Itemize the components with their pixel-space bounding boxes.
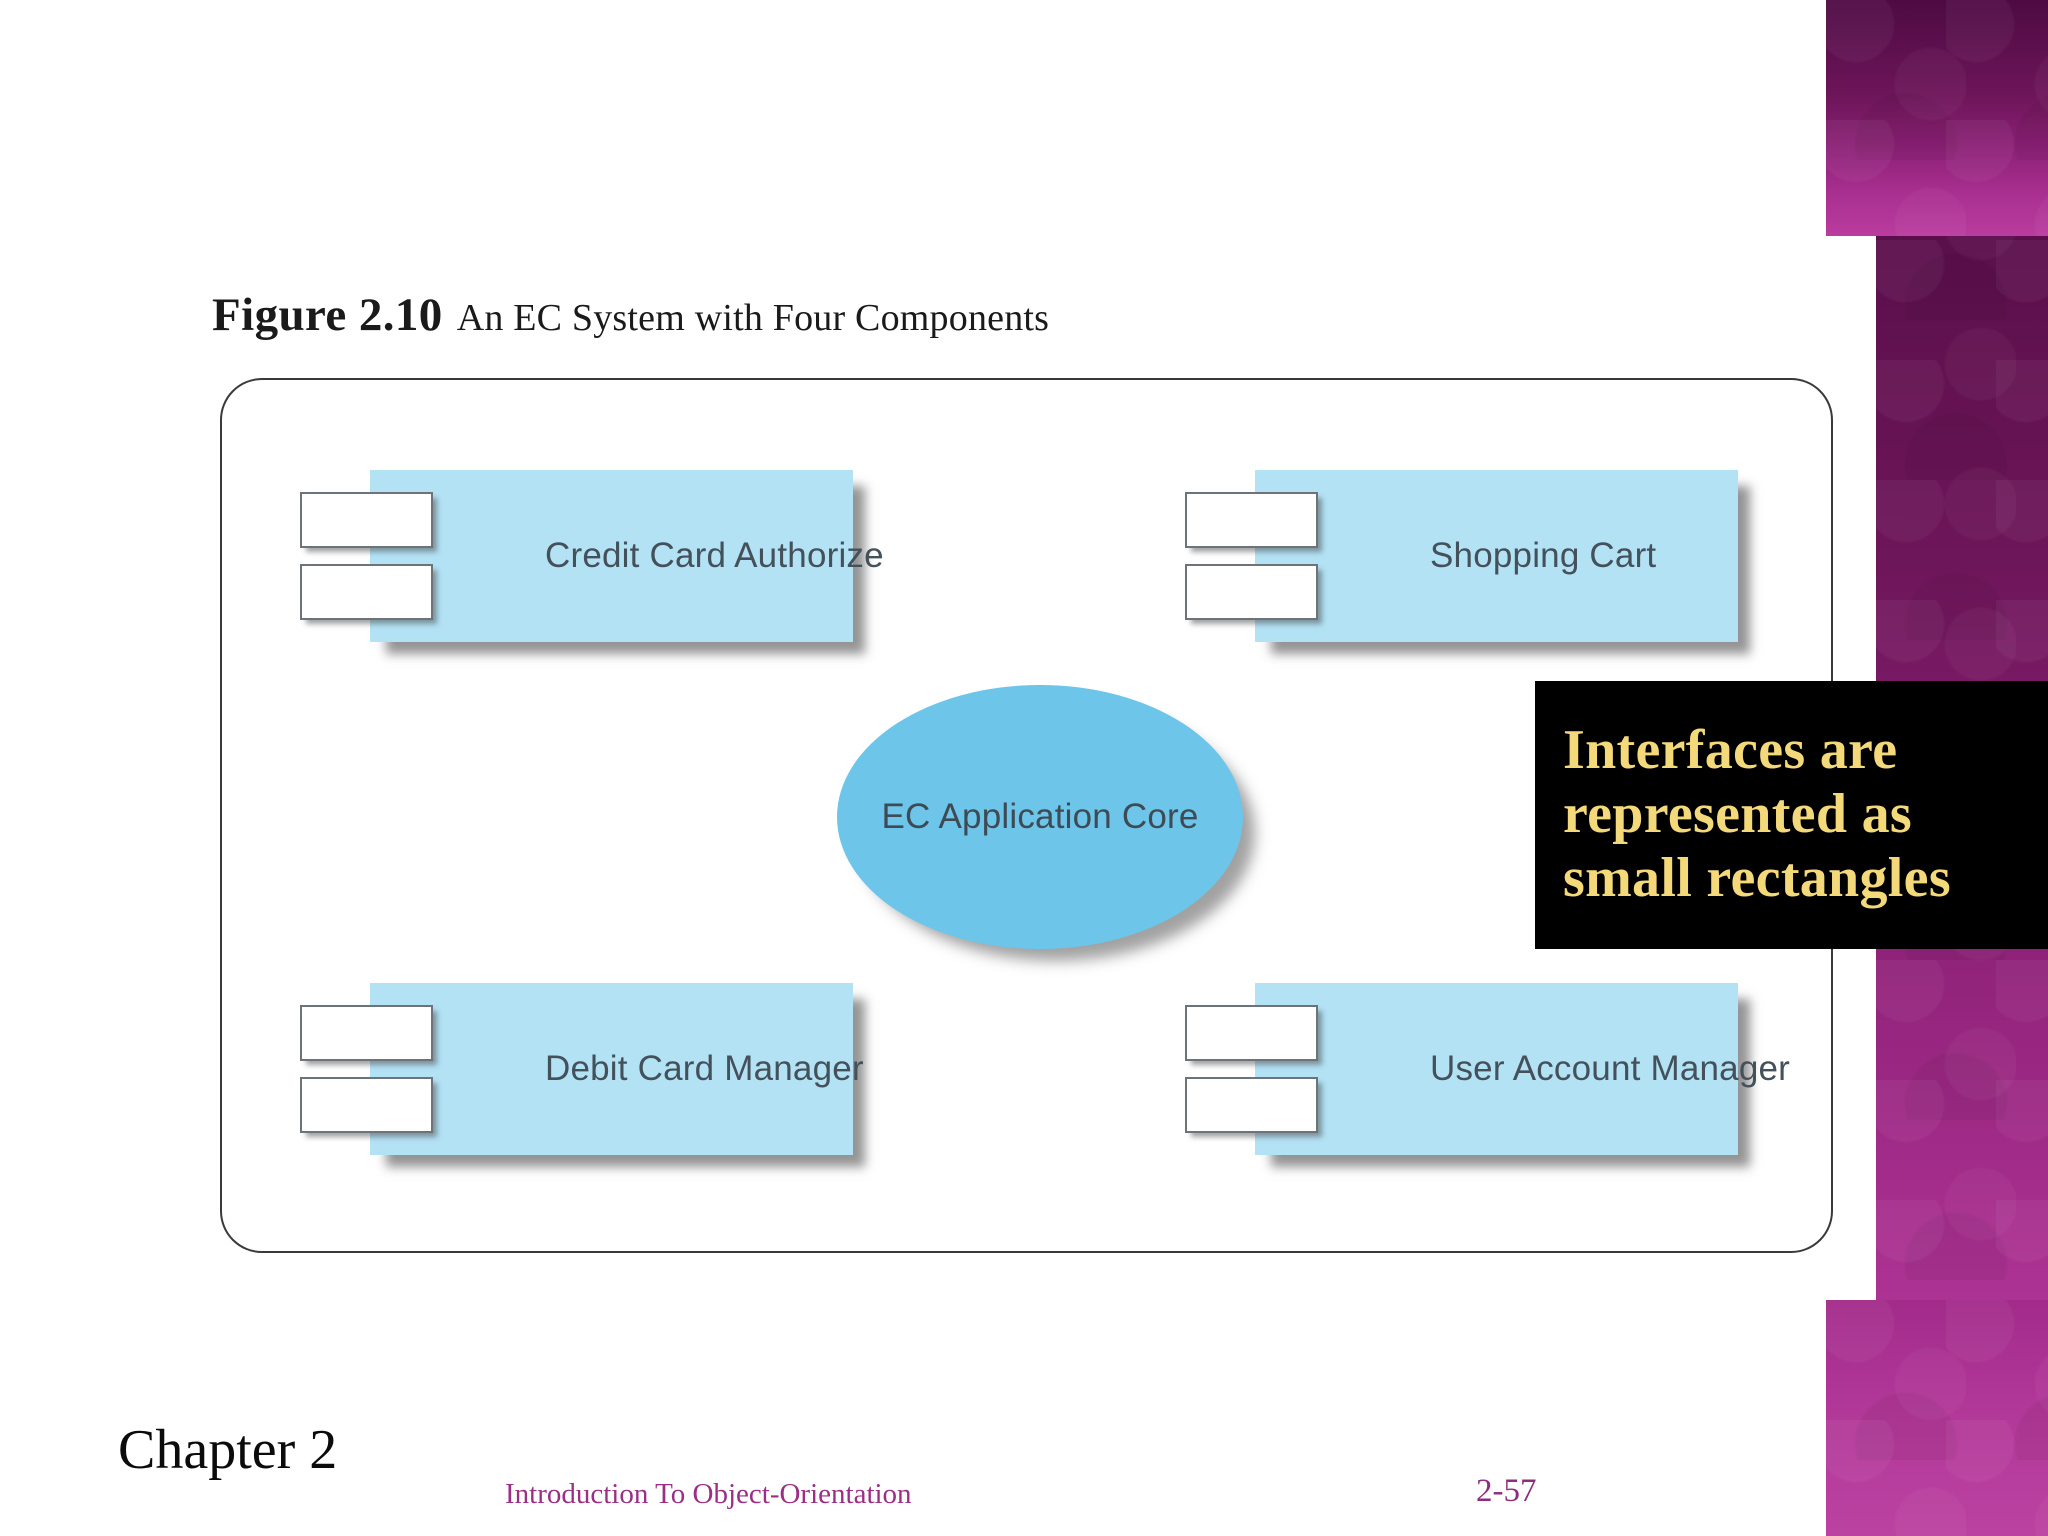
band-texture-bottom [1826, 1300, 2048, 1536]
callout-line-1: Interfaces are [1563, 719, 1898, 782]
component-body: Debit Card Manager [370, 983, 864, 1155]
component-label: Shopping Cart [1430, 536, 1657, 575]
figure-caption: Figure 2.10 An EC System with Four Compon… [212, 288, 1049, 342]
interface-rectangle-bottom[interactable] [1185, 564, 1318, 620]
component-shopping-cart[interactable]: Shopping Cart [1185, 470, 1738, 642]
component-body: User Account Manager [1255, 983, 1790, 1155]
interface-rectangle-bottom[interactable] [1185, 1077, 1318, 1133]
component-label: Credit Card Authorize [545, 536, 884, 575]
interface-rectangle-bottom[interactable] [300, 1077, 433, 1133]
component-label: Debit Card Manager [545, 1049, 864, 1088]
interface-rectangle-top[interactable] [300, 492, 433, 548]
callout-line-2: represented as [1563, 783, 1912, 846]
page-number: 2-57 [1476, 1473, 1537, 1509]
interface-rectangle-top[interactable] [1185, 1005, 1318, 1061]
callout-line-3: small rectangles [1563, 846, 1951, 909]
purple-band-bottom-step [1826, 1300, 2048, 1536]
callout-box: Interfaces are represented as small rect… [1535, 681, 2048, 949]
component-credit-card-authorize[interactable]: Credit Card Authorize [300, 470, 884, 642]
footer-course-title: Introduction To Object-Orientation [505, 1478, 912, 1510]
component-user-account-manager[interactable]: User Account Manager [1185, 983, 1790, 1155]
core-label: EC Application Core [881, 797, 1199, 836]
component-body: Shopping Cart [1255, 470, 1738, 642]
ec-application-core-ellipse[interactable]: EC Application Core [837, 685, 1243, 949]
interface-rectangle-top[interactable] [300, 1005, 433, 1061]
purple-band-top-step [1826, 0, 2048, 236]
component-body: Credit Card Authorize [370, 470, 884, 642]
figure-title: An EC System with Four Components [456, 297, 1050, 339]
chapter-label: Chapter 2 [118, 1419, 338, 1481]
figure-number: Figure 2.10 [212, 289, 443, 341]
component-label: User Account Manager [1430, 1049, 1791, 1088]
interface-rectangle-bottom[interactable] [300, 564, 433, 620]
component-debit-card-manager[interactable]: Debit Card Manager [300, 983, 864, 1155]
band-texture-top [1826, 0, 2048, 236]
interface-rectangle-top[interactable] [1185, 492, 1318, 548]
